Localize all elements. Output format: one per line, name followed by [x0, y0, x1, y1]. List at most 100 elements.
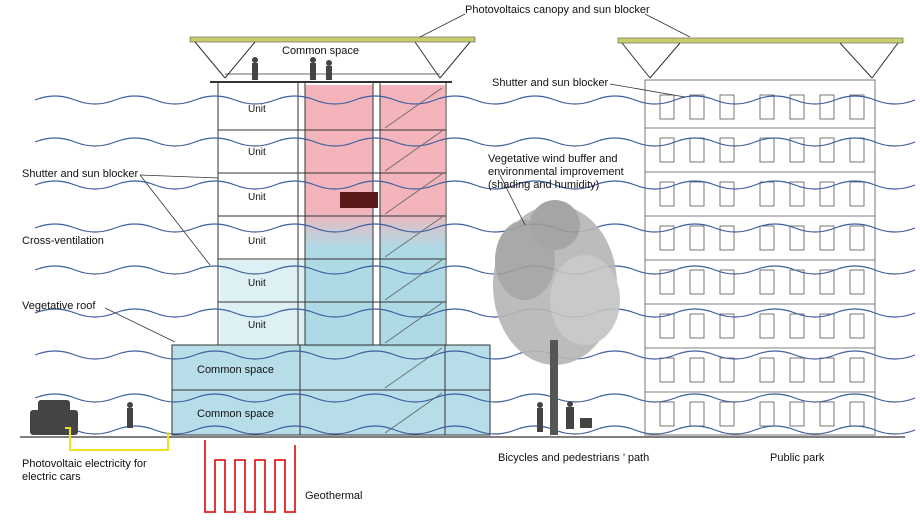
window: [659, 357, 675, 383]
window: [849, 94, 865, 120]
window: [849, 357, 865, 383]
label-pv-canopy: Photovoltaics canopy and sun blocker: [465, 4, 650, 16]
pedestrians: [127, 57, 592, 432]
window: [789, 269, 805, 295]
label-bike-path: Bicycles and pedestrians ’ path: [498, 452, 650, 464]
window: [689, 225, 705, 251]
window: [759, 401, 775, 427]
window: [789, 181, 805, 207]
window: [659, 401, 675, 427]
wind-wave: [34, 308, 916, 318]
window: [689, 313, 705, 339]
window: [849, 137, 865, 163]
unit-label: Unit: [248, 278, 266, 289]
window: [819, 269, 835, 295]
window: [819, 94, 835, 120]
window: [719, 137, 735, 163]
label-shutter-right: Shutter and sun blocker: [492, 77, 609, 89]
window: [759, 313, 775, 339]
window: [659, 269, 675, 295]
window: [659, 94, 675, 120]
label-shutter-left: Shutter and sun blocker: [22, 168, 139, 180]
window: [819, 225, 835, 251]
wind-wave: [34, 95, 916, 105]
window: [789, 225, 805, 251]
wind-wave: [34, 223, 916, 233]
window: [789, 313, 805, 339]
label-public-park: Public park: [770, 452, 825, 464]
window: [819, 181, 835, 207]
unit-label: Unit: [248, 320, 266, 331]
pv-canopy-left: [189, 36, 476, 43]
ev-cable: [65, 427, 169, 451]
window: [819, 137, 835, 163]
wind-wave: [34, 265, 916, 275]
window: [789, 94, 805, 120]
leader-lines: [104, 13, 691, 343]
window: [659, 137, 675, 163]
window: [759, 94, 775, 120]
window: [849, 225, 865, 251]
window: [719, 357, 735, 383]
staircase: [384, 87, 443, 434]
window: [789, 401, 805, 427]
wind-wave: [34, 425, 916, 435]
pv-canopy-right: [617, 37, 904, 44]
wind-wave: [34, 393, 916, 403]
unit-label: Unit: [248, 192, 266, 203]
window: [759, 225, 775, 251]
window: [849, 401, 865, 427]
window: [789, 137, 805, 163]
window: [759, 269, 775, 295]
label-vegetative-buffer: Vegetative wind buffer and environmental…: [488, 153, 624, 191]
tree-trunk: [550, 340, 558, 435]
window: [719, 181, 735, 207]
window: [689, 357, 705, 383]
window: [659, 313, 675, 339]
window: [689, 94, 705, 120]
label-vegetative-roof: Vegetative roof: [22, 300, 96, 312]
label-geothermal: Geothermal: [305, 490, 363, 502]
window: [819, 313, 835, 339]
right-building: [644, 79, 876, 436]
geothermal-coil: [204, 440, 296, 513]
window: [849, 181, 865, 207]
window: [719, 269, 735, 295]
window: [689, 269, 705, 295]
window: [759, 181, 775, 207]
window: [689, 181, 705, 207]
wind-wave: [34, 350, 916, 360]
wind-wave: [34, 137, 916, 147]
window: [689, 401, 705, 427]
window: [659, 181, 675, 207]
window: [659, 225, 675, 251]
label-cross-ventilation: Cross-ventilation: [22, 235, 104, 247]
window: [819, 357, 835, 383]
common-space-label: Common space: [197, 408, 275, 420]
horse-silhouette: [340, 192, 378, 208]
label-common-space-roof: Common space: [282, 45, 360, 57]
label-pv-electricity: Photovoltaic electricity for electric ca…: [22, 458, 147, 483]
unit-label: Unit: [248, 147, 266, 158]
unit-label: Unit: [248, 236, 266, 247]
window: [789, 357, 805, 383]
tree: [493, 200, 620, 365]
window: [719, 313, 735, 339]
window: [689, 137, 705, 163]
right-building-windows: [659, 94, 865, 427]
common-space-label: Common space: [197, 364, 275, 376]
window: [719, 401, 735, 427]
cross-ventilation-waves: [34, 95, 916, 435]
window: [759, 137, 775, 163]
wind-wave: [34, 180, 916, 190]
window: [719, 225, 735, 251]
canopy-supports-left: [194, 41, 471, 79]
window: [849, 313, 865, 339]
unit-label: Unit: [248, 104, 266, 115]
canopy-supports-right: [621, 42, 899, 79]
window: [819, 401, 835, 427]
window: [719, 94, 735, 120]
window: [759, 357, 775, 383]
